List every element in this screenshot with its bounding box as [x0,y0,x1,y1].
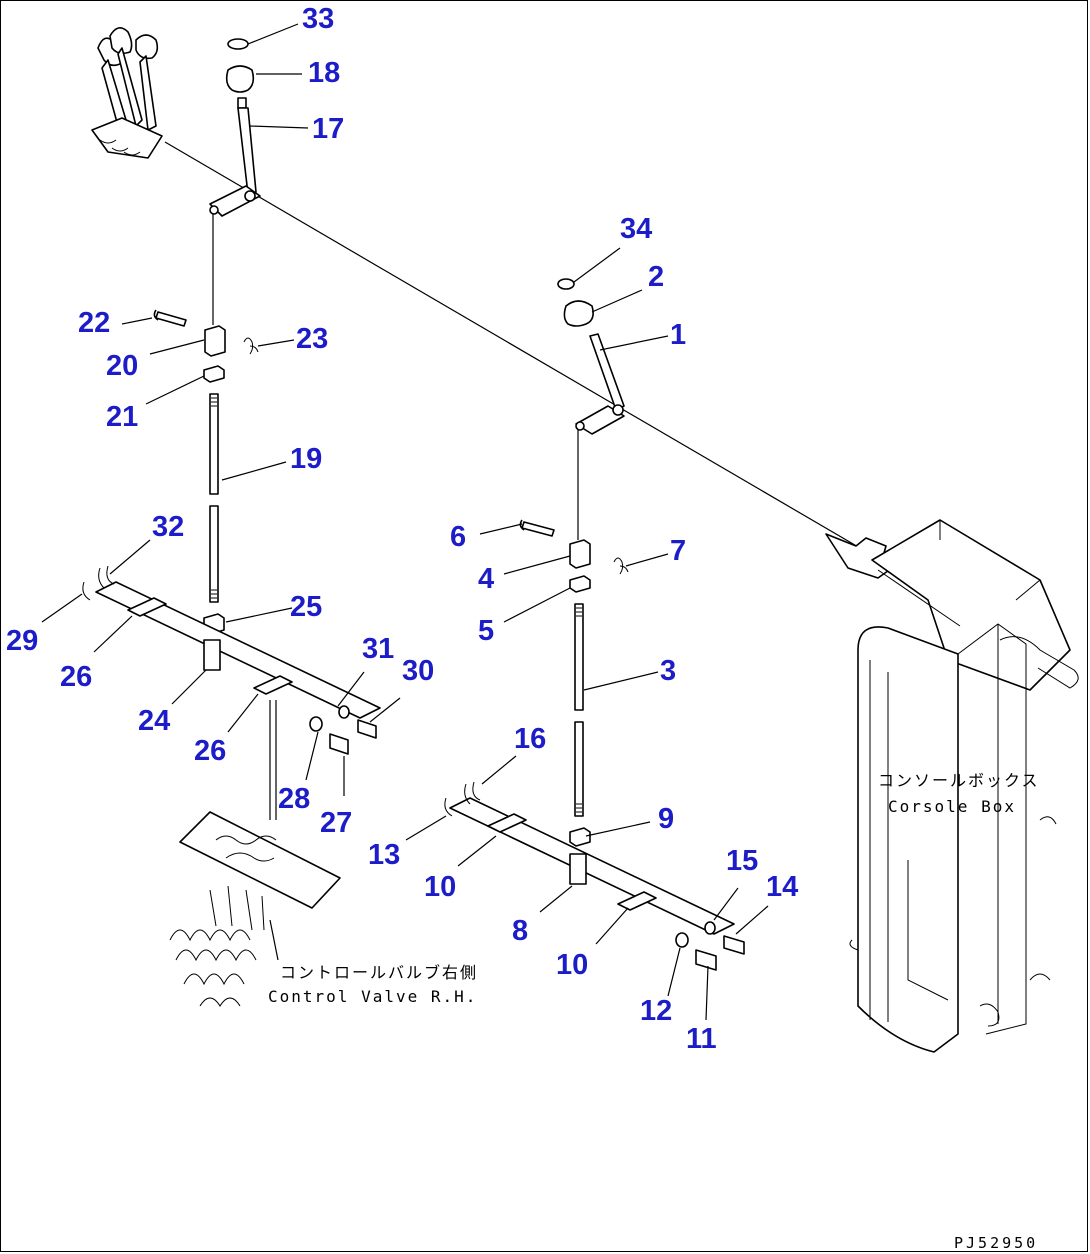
cap-34 [557,278,575,290]
crossbar-right [444,781,735,935]
pin-27 [329,733,349,755]
nut-21 [203,365,225,383]
callout-24: 24 [138,705,170,737]
callout-32: 32 [152,511,184,543]
console-box [825,519,1079,1053]
callout-18: 18 [308,57,340,89]
callout-29: 29 [6,625,38,657]
washer-28 [309,716,323,732]
console-box-label-jp: コンソールボックス [878,771,1040,790]
callout-7: 7 [670,535,686,567]
knob-18 [225,65,255,93]
rod-19 [209,393,219,603]
callout-21: 21 [106,401,138,433]
callout-26-right: 26 [194,735,226,767]
clip-23 [243,337,259,355]
callout-22: 22 [78,307,110,339]
joystick-levers [91,27,163,159]
washer-15 [704,921,716,935]
axis-line [164,141,861,549]
clevis-4 [569,539,591,569]
callout-4: 4 [478,563,494,595]
callout-6: 6 [450,521,466,553]
callout-9: 9 [658,803,674,835]
callout-33: 33 [302,3,334,35]
callout-34: 34 [620,213,652,245]
callout-11: 11 [686,1023,717,1055]
control-valve-label-en: Control Valve R.H. [268,987,477,1006]
rod-3 [574,603,584,817]
callout-13: 13 [368,839,400,871]
callout-14: 14 [766,871,798,903]
control-valve [169,811,341,1007]
clevis-20 [204,325,226,357]
callout-20: 20 [106,350,138,382]
crossbar-left [82,565,381,719]
callout-5: 5 [478,615,494,647]
callout-30: 30 [402,655,434,687]
lever-17 [209,97,261,217]
callout-19: 19 [290,443,322,475]
console-box-label-en: Corsole Box [888,797,1016,816]
clip-7 [613,557,629,575]
callout-25: 25 [290,591,322,623]
callout-31: 31 [362,633,394,665]
washer-12 [675,932,689,948]
drawing-code: PJ52950 [954,1234,1038,1252]
callout-23: 23 [296,323,328,355]
pin-22 [153,309,187,327]
callout-17: 17 [312,113,344,145]
pin-6 [519,519,555,537]
control-valve-label-jp: コントロールバルブ右側 [280,963,478,982]
callout-12: 12 [640,995,672,1027]
callout-27: 27 [320,807,352,839]
callout-16: 16 [514,723,546,755]
pin-11 [695,949,717,971]
callout-28: 28 [278,783,310,815]
bolt-14 [723,935,745,955]
callout-10-left: 10 [424,871,456,903]
knob-2 [563,300,594,327]
callout-15: 15 [726,845,758,877]
callout-26-left: 26 [60,661,92,693]
callout-10-right: 10 [556,949,588,981]
nut-9 [569,827,591,847]
callout-2: 2 [648,261,664,293]
callout-8: 8 [512,915,528,947]
callout-3: 3 [660,655,676,687]
bolt-30 [357,719,377,739]
lever-1 [575,333,625,435]
washer-31 [338,705,350,719]
callout-1: 1 [670,319,686,351]
